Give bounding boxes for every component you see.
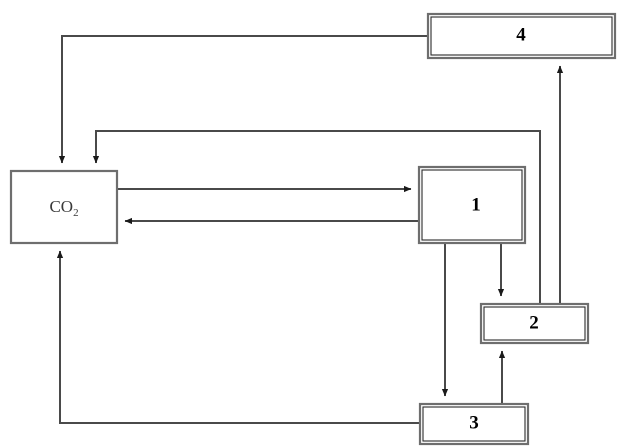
node-3-label: 3	[469, 412, 479, 433]
connection-4-to-co2	[58, 35, 428, 164]
connection-3-to-co2	[56, 250, 420, 424]
svg-text:CO2: CO2	[49, 197, 78, 219]
node-4[interactable]: 4	[426, 12, 617, 60]
node-2[interactable]: 2	[479, 302, 590, 345]
node-4-label: 4	[516, 24, 526, 45]
node-co2[interactable]: CO2	[9, 169, 119, 245]
connection-recycle-to-co2	[92, 130, 541, 304]
node-3[interactable]: 3	[418, 402, 530, 446]
node-co2-label: CO	[49, 197, 73, 216]
node-2-label: 2	[529, 312, 539, 333]
node-1-label: 1	[471, 194, 481, 215]
node-1[interactable]: 1	[417, 165, 527, 245]
node-co2-subscript: 2	[73, 207, 79, 219]
